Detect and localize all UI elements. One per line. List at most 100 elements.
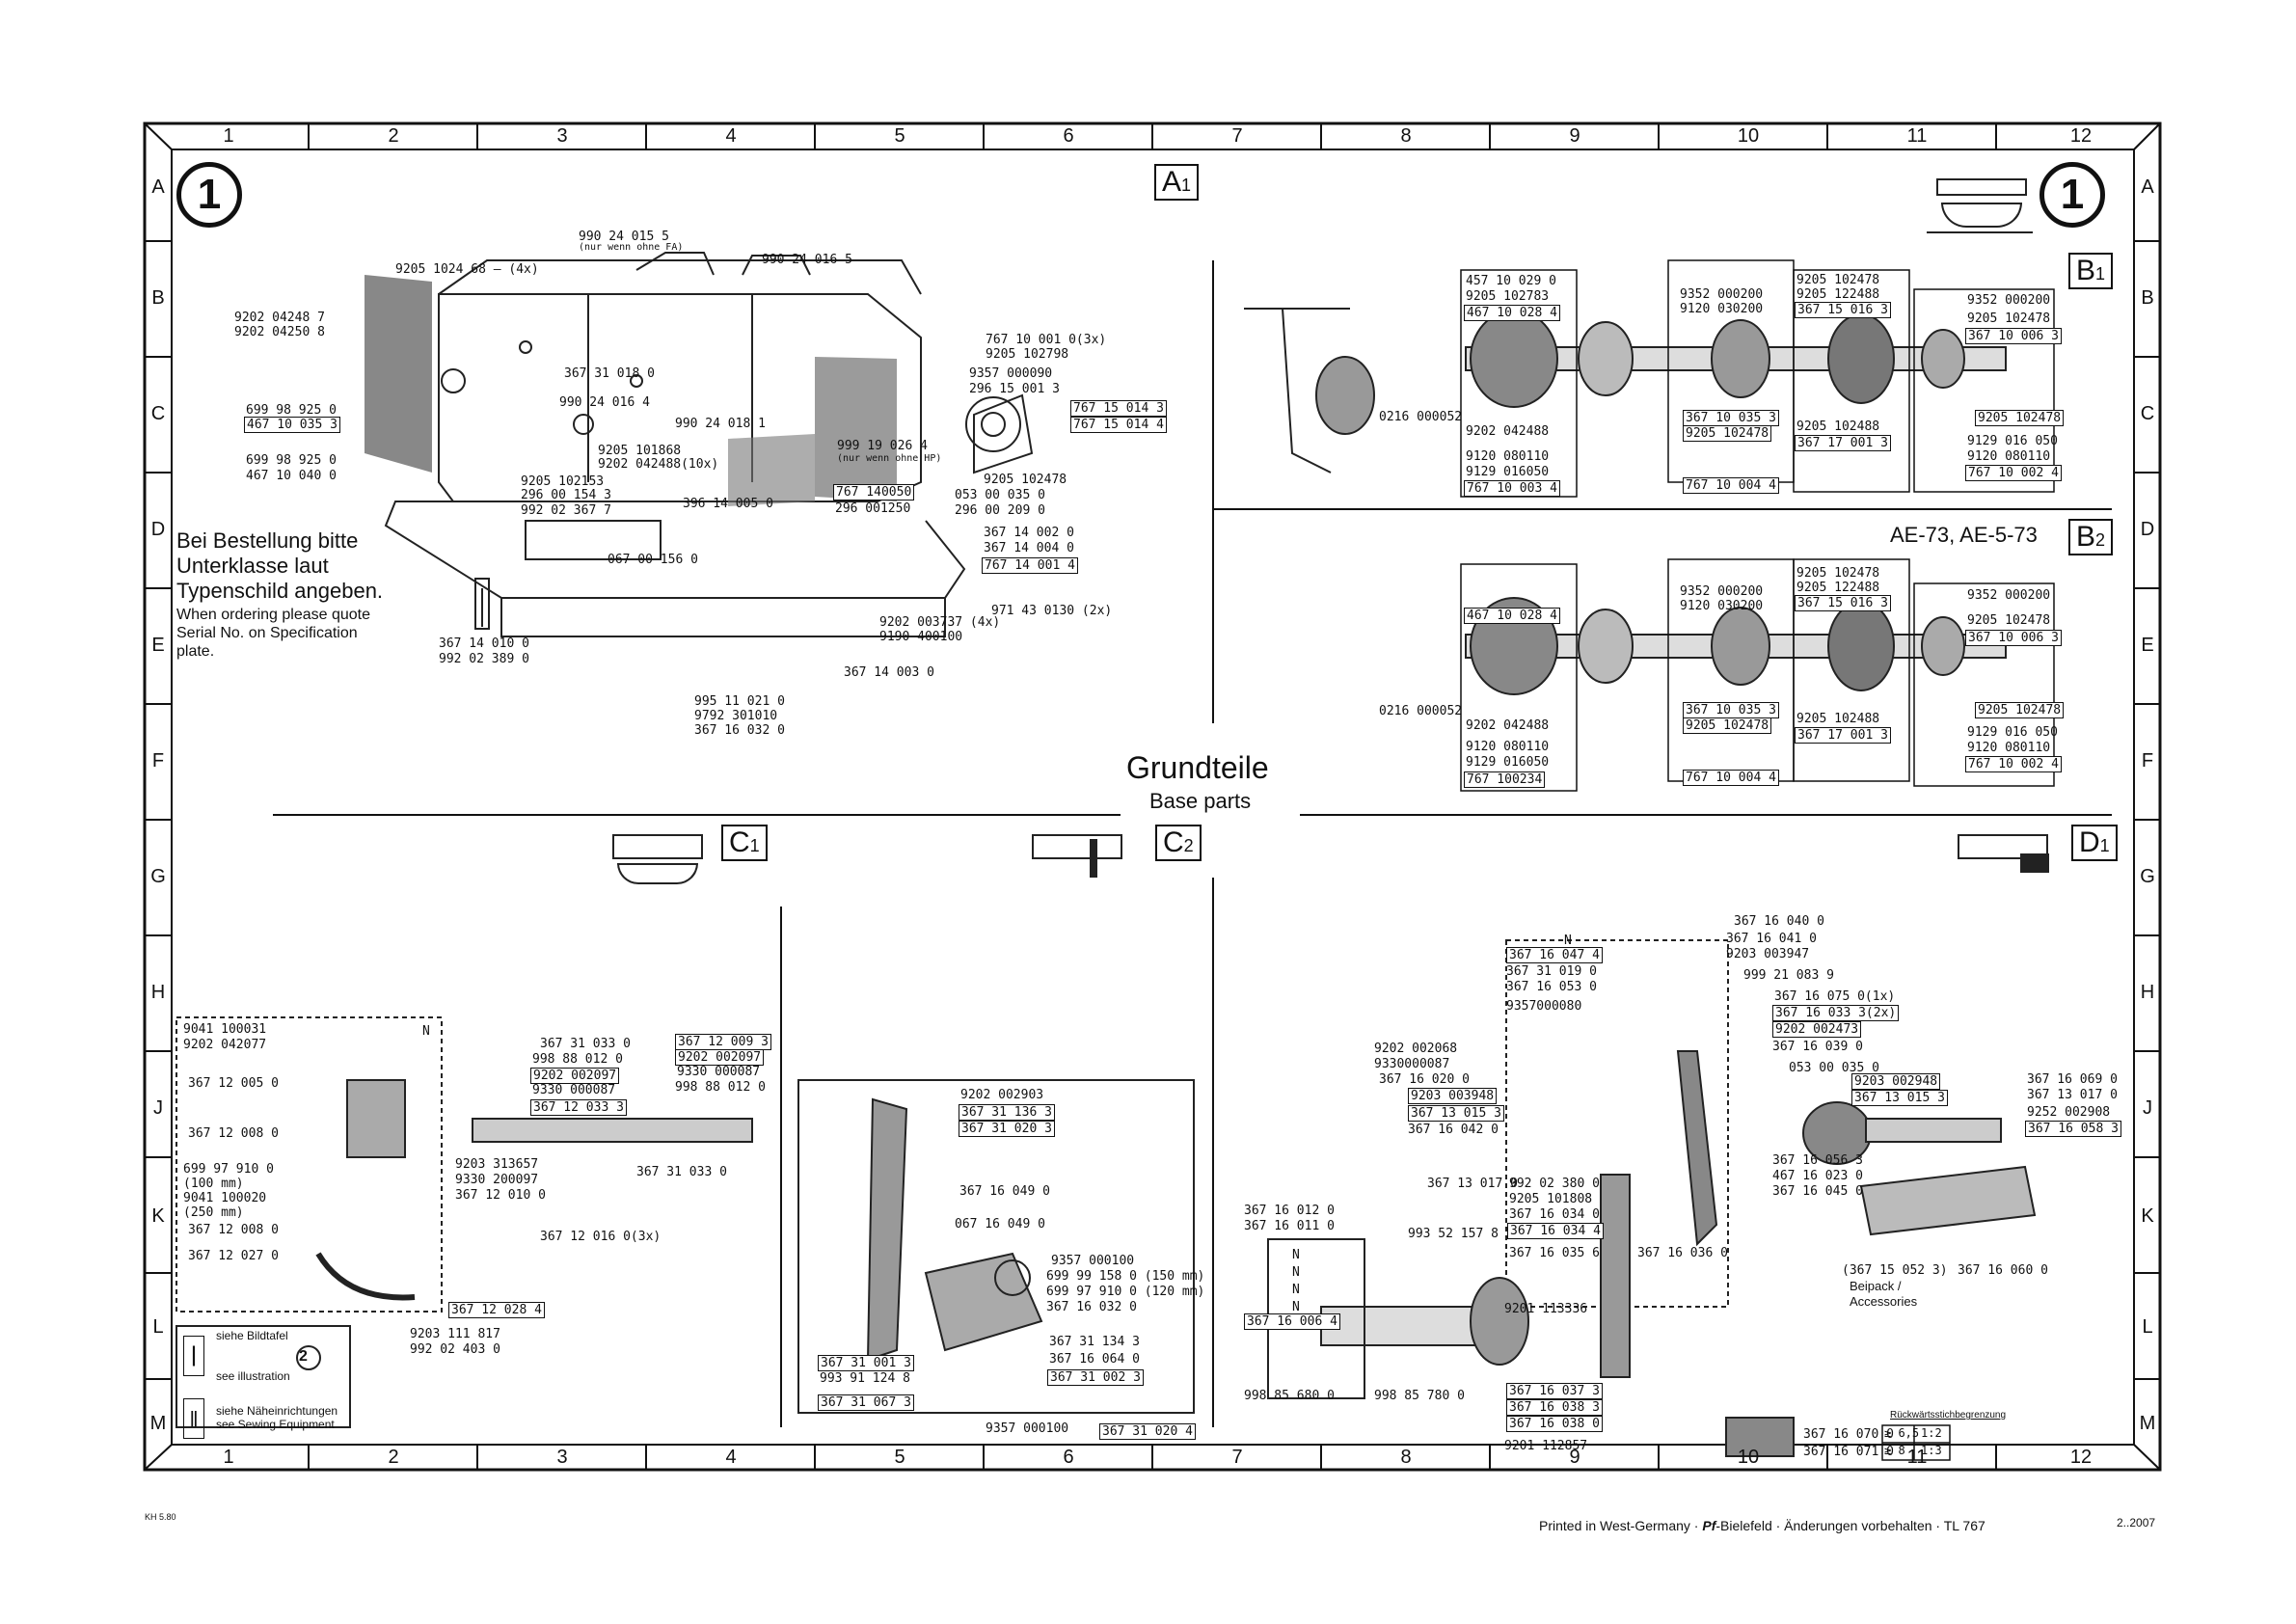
part-label: 367 16 042 0 (1408, 1123, 1499, 1137)
part-label: (250 mm) (183, 1205, 244, 1220)
part-label: N (1292, 1265, 1300, 1280)
section-b2-marker: B2 (2068, 519, 2114, 555)
part-label: 992 02 380 0 (1509, 1177, 1600, 1191)
part-label: 367 16 020 0 (1379, 1072, 1470, 1087)
part-label: 367 14 002 0 (984, 526, 1074, 540)
order-note-english: When ordering please quote Serial No. on… (176, 607, 371, 660)
part-label: 767 10 002 4 (1965, 756, 2062, 772)
part-label: 767 14 001 4 (982, 557, 1078, 574)
part-label: 699 98 925 0 (246, 453, 337, 468)
part-label: 367 31 134 3 (1049, 1335, 1140, 1349)
part-label: 467 10 040 0 (246, 469, 337, 483)
part-label: 367 10 035 3 (1683, 702, 1779, 718)
part-label: 767 10 001 0(3x) (986, 333, 1107, 347)
col-label: 2 (388, 125, 399, 147)
part-label: 995 11 021 0 (694, 694, 785, 709)
row-label: F (2141, 750, 2154, 771)
part-label: 467 10 028 4 (1464, 608, 1560, 624)
part-label: 367 16 064 0 (1049, 1352, 1140, 1367)
col-label: 11 (1906, 125, 1928, 147)
part-label: 367 16 036 0 (1637, 1246, 1728, 1260)
part-label: 396 14 005 0 (683, 497, 773, 511)
col-label: 1 (223, 125, 234, 147)
part-label: 367 16 011 0 (1244, 1219, 1335, 1233)
part-label: 367 13 017 0 (2027, 1088, 2118, 1102)
col-label: 6 (1063, 1447, 1074, 1468)
part-label: 367 12 027 0 (188, 1249, 279, 1263)
part-label: 9041 100020 (183, 1191, 267, 1205)
row-label: B (2141, 287, 2154, 309)
col-label: 11 (1906, 1447, 1928, 1468)
row-label: C (150, 403, 166, 424)
table-cell: 1:2 (1921, 1426, 1942, 1440)
col-label: 10 (1737, 125, 1760, 147)
part-label: 990 24 016 4 (559, 395, 650, 410)
part-label: 9041 100031 (183, 1022, 267, 1037)
part-label: 9205 101868 (598, 444, 682, 458)
part-label: 998 88 012 0 (675, 1080, 766, 1095)
part-label: 367 10 006 3 (1965, 328, 2062, 344)
part-label: 367 16 038 3 (1506, 1399, 1603, 1416)
part-label: 9202 002473 (1772, 1021, 1862, 1038)
part-label: 9357 000090 (969, 366, 1053, 381)
machine-thumbnail-icon (1948, 825, 2054, 887)
row-label: B (151, 287, 165, 309)
part-label: 9120 030200 (1680, 302, 1764, 316)
part-label: 467 10 028 4 (1464, 305, 1560, 321)
part-label: 9205 102478 (984, 473, 1067, 487)
part-label: 367 13 015 3 (1408, 1105, 1504, 1122)
part-label: 9120 080110 (1967, 741, 2051, 755)
part-label: 9352 000200 (1680, 584, 1764, 599)
section-b1-marker: B1 (2068, 253, 2114, 289)
machine-thumbnail-icon (1022, 825, 1128, 887)
part-label: 0216 000052 (1379, 410, 1463, 424)
part-label: 296 15 001 3 (969, 382, 1060, 396)
part-label: 9357000080 (1506, 999, 1582, 1014)
col-label: 9 (1569, 125, 1580, 147)
col-label: 9 (1569, 1447, 1580, 1468)
part-label: 9202 002903 (960, 1088, 1044, 1102)
part-label: 367 12 008 0 (188, 1126, 279, 1141)
part-label: N (1292, 1248, 1300, 1262)
part-label: 9330 200097 (455, 1173, 539, 1187)
shaft-drawing-b1 (1244, 308, 2007, 474)
table-cell: 1:3 (1921, 1444, 1942, 1457)
part-label: 9357 000100 (986, 1421, 1069, 1436)
machine-thumbnail-icon (603, 825, 709, 887)
table-cell: ≥ 8 (1884, 1444, 1905, 1457)
part-label: 9202 002068 (1374, 1042, 1458, 1056)
part-label: 9120 080110 (1466, 740, 1550, 754)
part-label: 9205 102478 (1975, 702, 2065, 718)
col-label: 7 (1231, 1447, 1243, 1468)
table-cell: ≥ 6,5 (1884, 1426, 1920, 1440)
col-label: 12 (2069, 125, 2093, 147)
part-label: 767 10 003 4 (1464, 480, 1560, 497)
part-label: 9202 002097 (675, 1049, 765, 1066)
part-label: 0216 000052 (1379, 704, 1463, 718)
part-label: 367 16 045 0 (1772, 1184, 1863, 1199)
part-label: 367 31 033 0 (540, 1037, 631, 1051)
sheet-subtitle: Base parts (1149, 789, 1252, 813)
part-label: 999 19 026 4 (837, 439, 928, 453)
part-label: 9202 042077 (183, 1038, 267, 1052)
part-label: 9205 122488 (1796, 581, 1880, 595)
row-label: E (151, 635, 165, 656)
part-label: 999 21 083 9 (1743, 968, 1834, 983)
part-label: 767 10 004 4 (1683, 477, 1779, 494)
part-label: 9205 1024 68 — (4x) (395, 262, 539, 277)
footer-date: 2..2007 (2117, 1516, 2156, 1529)
part-label: 9190 400100 (879, 630, 963, 644)
row-label: M (149, 1413, 167, 1434)
col-label: 2 (388, 1447, 399, 1468)
col-label: 8 (1400, 125, 1412, 147)
part-label: 992 02 389 0 (439, 652, 529, 666)
section-a1-marker: A1 (1154, 164, 1200, 201)
col-label: 4 (725, 1447, 737, 1468)
sheet-number-right: 1 (2039, 162, 2105, 228)
part-label: 9205 102488 (1796, 712, 1880, 726)
legend-sewing-de: siehe Näheinrichtungen (216, 1404, 338, 1418)
part-label: 367 31 020 4 (1099, 1423, 1196, 1440)
col-label: 12 (2069, 1447, 2093, 1468)
part-label: 9202 042488 (1466, 718, 1550, 733)
